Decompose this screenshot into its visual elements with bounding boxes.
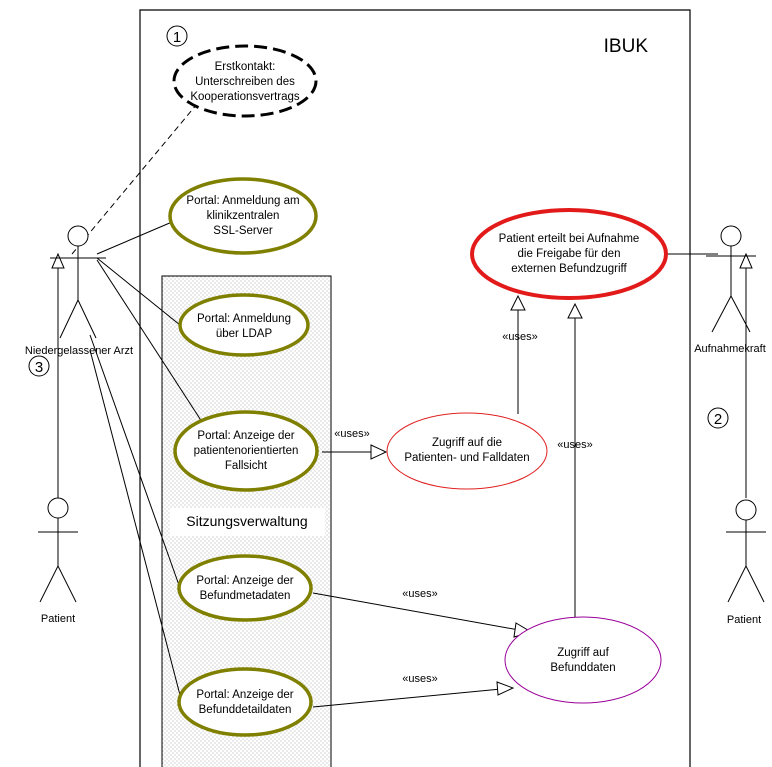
use-case-detaildaten: Portal: Anzeige der Befunddetaildaten [177,667,313,737]
actor-arzt [50,225,106,339]
step-2-marker: 2 [707,407,729,429]
system-name: IBUK [604,36,649,57]
uses-label-metadaten: «uses» [402,588,437,600]
system-boundary: IBUK [139,9,691,767]
actor-arzt-label: Niedergelassener Arzt [25,345,133,357]
assoc-metadaten [89,334,181,589]
svg-text:Patienten- und Falldaten: Patienten- und Falldaten [404,452,529,464]
uses-label-fallsicht: «uses» [334,428,369,440]
uses-label-freigabe-b: «uses» [557,439,592,451]
actor-patient-right [726,499,766,603]
session-box: Sitzungsverwaltung [161,275,332,767]
svg-text:3: 3 [35,359,43,376]
use-case-zugriff-befund: Zugriff auf Befunddaten [504,616,662,704]
assoc-fallsicht [96,259,205,426]
svg-text:klinikzentralen: klinikzentralen [207,210,280,222]
actor-aufnahmekraft [706,225,756,333]
svg-text:die Freigabe für den: die Freigabe für den [518,248,621,260]
svg-text:Zugriff auf: Zugriff auf [557,647,609,659]
svg-text:Unterschreiben des: Unterschreiben des [195,76,295,88]
assoc-ldap [96,257,181,326]
actor-patient-right-label: Patient [727,614,761,626]
svg-text:1: 1 [173,29,181,46]
actor-patient-left [38,497,78,603]
svg-text:Portal: Anmeldung am: Portal: Anmeldung am [186,195,299,207]
assoc-ssl [96,221,173,255]
use-case-fallsicht: Portal: Anzeige der patientenorientierte… [173,410,319,492]
step-1-marker: 1 [166,25,188,47]
svg-text:Patient erteilt bei Aufnahme: Patient erteilt bei Aufnahme [499,233,640,245]
generalizations [51,252,753,498]
use-case-zugriff-falldaten: Zugriff auf die Patienten- und Falldaten [386,412,548,490]
actor-patient-left-label: Patient [41,613,75,625]
svg-text:Portal: Anmeldung: Portal: Anmeldung [197,313,291,325]
svg-text:Fallsicht: Fallsicht [225,460,268,472]
uses-label-detaildaten: «uses» [402,673,437,685]
svg-text:Befunddetaildaten: Befunddetaildaten [199,704,292,716]
svg-text:Portal: Anzeige der: Portal: Anzeige der [196,689,293,701]
step-3-marker: 3 [28,355,50,377]
use-case-metadaten: Portal: Anzeige der Befundmetadaten [177,554,313,622]
svg-text:Portal: Anzeige der: Portal: Anzeige der [196,575,293,587]
svg-text:2: 2 [714,411,722,428]
use-case-ssl: Portal: Anmeldung am klinikzentralen SSL… [168,177,318,255]
associations [71,79,718,696]
svg-text:Befunddaten: Befunddaten [550,662,615,674]
svg-text:Erstkontakt:: Erstkontakt: [215,61,276,73]
svg-text:Zugriff auf die: Zugriff auf die [432,437,502,449]
svg-text:SSL-Server: SSL-Server [213,225,273,237]
svg-text:Befundmetadaten: Befundmetadaten [200,590,291,602]
uses-label-freigabe-a: «uses» [502,331,537,343]
use-case-freigabe: Patient erteilt bei Aufnahme die Freigab… [470,208,668,300]
assoc-detaildaten [89,349,181,696]
use-case-erstkontakt: Erstkontakt: Unterschreiben des Kooperat… [172,44,318,118]
use-case-ldap: Portal: Anmeldung über LDAP [178,293,310,357]
svg-text:patientenorientierten: patientenorientierten [194,445,299,457]
session-box-label: Sitzungsverwaltung [186,513,307,529]
actor-aufnahmekraft-label: Aufnahmekraft [694,343,766,355]
uses-relations [312,294,583,708]
assoc-erstkontakt [71,79,218,255]
svg-text:externen Befundzugriff: externen Befundzugriff [511,263,627,275]
svg-text:über LDAP: über LDAP [216,328,273,340]
svg-text:Kooperationsvertrags: Kooperationsvertrags [190,91,300,103]
svg-text:Portal: Anzeige der: Portal: Anzeige der [197,430,294,442]
